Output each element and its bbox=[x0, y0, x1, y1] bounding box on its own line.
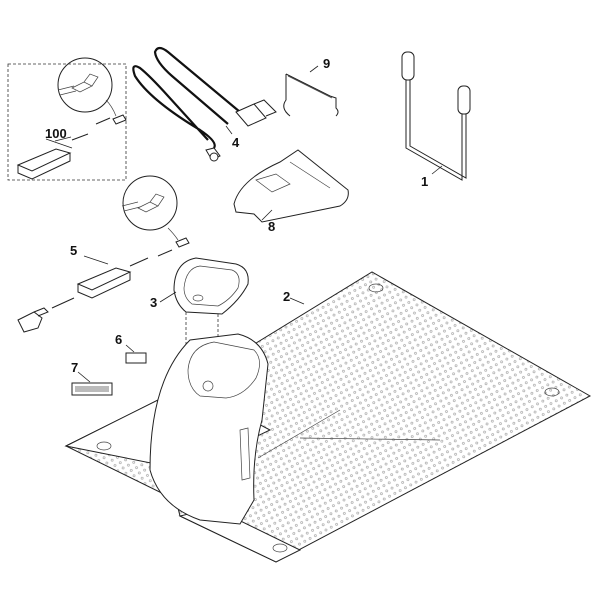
callout-6: 6 bbox=[115, 332, 123, 347]
callout-100: 100 bbox=[45, 126, 67, 141]
part-2-base-plate bbox=[64, 271, 592, 563]
callout-5: 5 bbox=[70, 243, 78, 258]
leader-lines bbox=[45, 65, 443, 383]
docking-station-housing bbox=[149, 333, 269, 525]
part-8-hood bbox=[233, 149, 349, 223]
callout-4: 4 bbox=[232, 135, 240, 150]
callout-1: 1 bbox=[421, 174, 429, 189]
part-6-label bbox=[125, 352, 147, 364]
callout-9: 9 bbox=[323, 56, 331, 71]
callout-7: 7 bbox=[71, 360, 79, 375]
part-9-clip bbox=[283, 73, 339, 117]
callout-8: 8 bbox=[268, 219, 276, 234]
part-100-power-supply bbox=[7, 57, 127, 181]
callout-3: 3 bbox=[150, 295, 158, 310]
callout-2: 2 bbox=[283, 289, 291, 304]
part-5-power-supply bbox=[17, 175, 190, 333]
part-1-peg bbox=[401, 51, 471, 181]
part-7-label bbox=[71, 382, 113, 396]
part-4-usb-cable bbox=[132, 46, 277, 162]
